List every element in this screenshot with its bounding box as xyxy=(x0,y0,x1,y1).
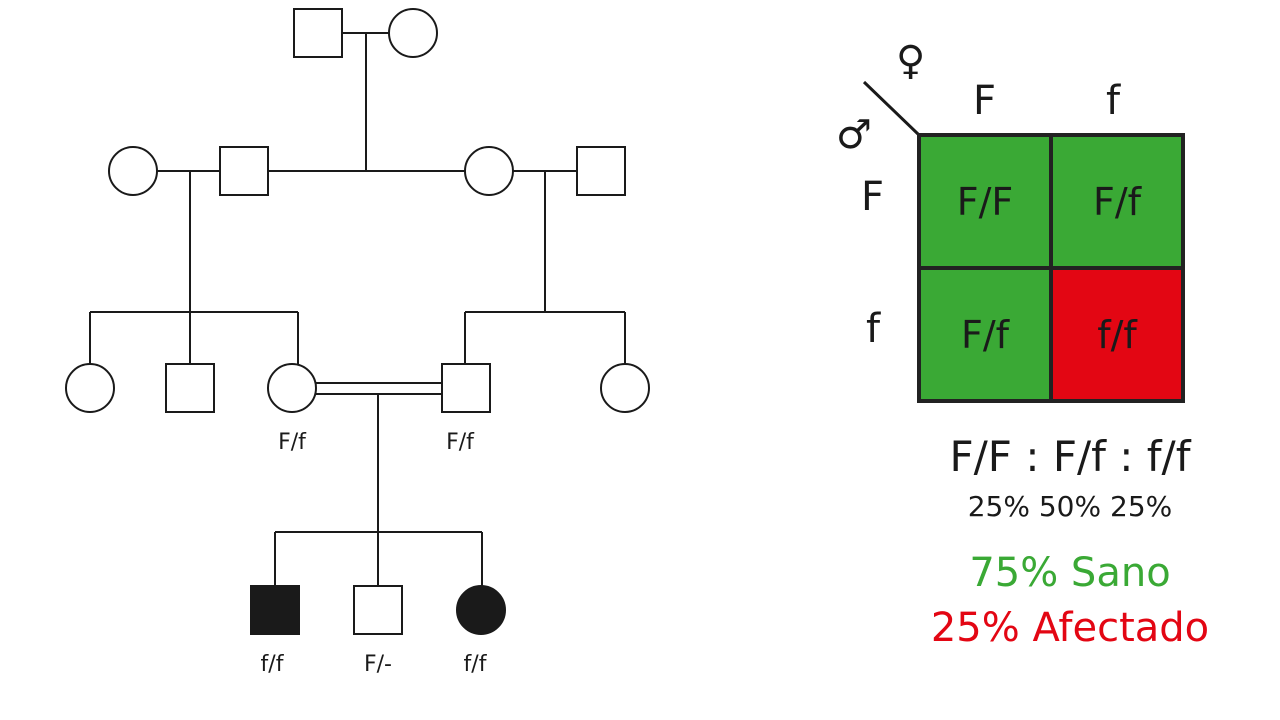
female-allele-2: f xyxy=(1106,78,1121,124)
genotype-percentages: 25% 50% 25% xyxy=(967,490,1173,523)
punnett-square: ♀ ♂ F f F f F/F F/f F/f f/f xyxy=(830,38,1230,420)
corner-diagonal xyxy=(862,80,920,136)
pedigree-chart: F/f F/f f/f F/- f/f xyxy=(65,8,650,677)
male-allele-2: f xyxy=(866,306,881,352)
affected-result: 25% Afectado xyxy=(930,605,1210,651)
affected-male-child xyxy=(250,585,300,635)
male-allele-1: F xyxy=(861,174,885,220)
male-gen1 xyxy=(293,8,343,58)
female-allele-1: F xyxy=(973,78,997,124)
punnett-cell-ff: f/f xyxy=(1053,270,1181,399)
genotype-label-child-2: F/- xyxy=(364,652,392,677)
female-gen3-carrier xyxy=(267,363,317,413)
genotype-label-child-1: f/f xyxy=(261,652,285,677)
male-symbol-icon: ♂ xyxy=(836,112,872,158)
punnett-cell-Ff-top: F/f xyxy=(1053,137,1181,266)
female-symbol-icon: ♀ xyxy=(896,38,926,84)
genotype-label-mother: F/f xyxy=(278,430,307,455)
male-gen3-2 xyxy=(165,363,215,413)
unaffected-male-child xyxy=(353,585,403,635)
female-gen1 xyxy=(388,8,438,58)
male-gen2-son xyxy=(219,146,269,196)
genotype-ratio: F/F : F/f : f/f xyxy=(949,432,1191,481)
genotype-label-child-3: f/f xyxy=(464,652,488,677)
female-gen3-1 xyxy=(65,363,115,413)
punnett-cell-FF: F/F xyxy=(921,137,1049,266)
affected-female-child xyxy=(456,585,506,635)
female-gen2-spouse-left xyxy=(108,146,158,196)
punnett-grid: F/F F/f F/f f/f xyxy=(917,133,1185,403)
genotype-label-father: F/f xyxy=(446,430,475,455)
female-gen2-daughter xyxy=(464,146,514,196)
healthy-result: 75% Sano xyxy=(969,550,1171,596)
punnett-cell-Ff-bottom: F/f xyxy=(921,270,1049,399)
female-gen3-5 xyxy=(600,363,650,413)
male-gen2-spouse-right xyxy=(576,146,626,196)
male-gen3-carrier xyxy=(441,363,491,413)
